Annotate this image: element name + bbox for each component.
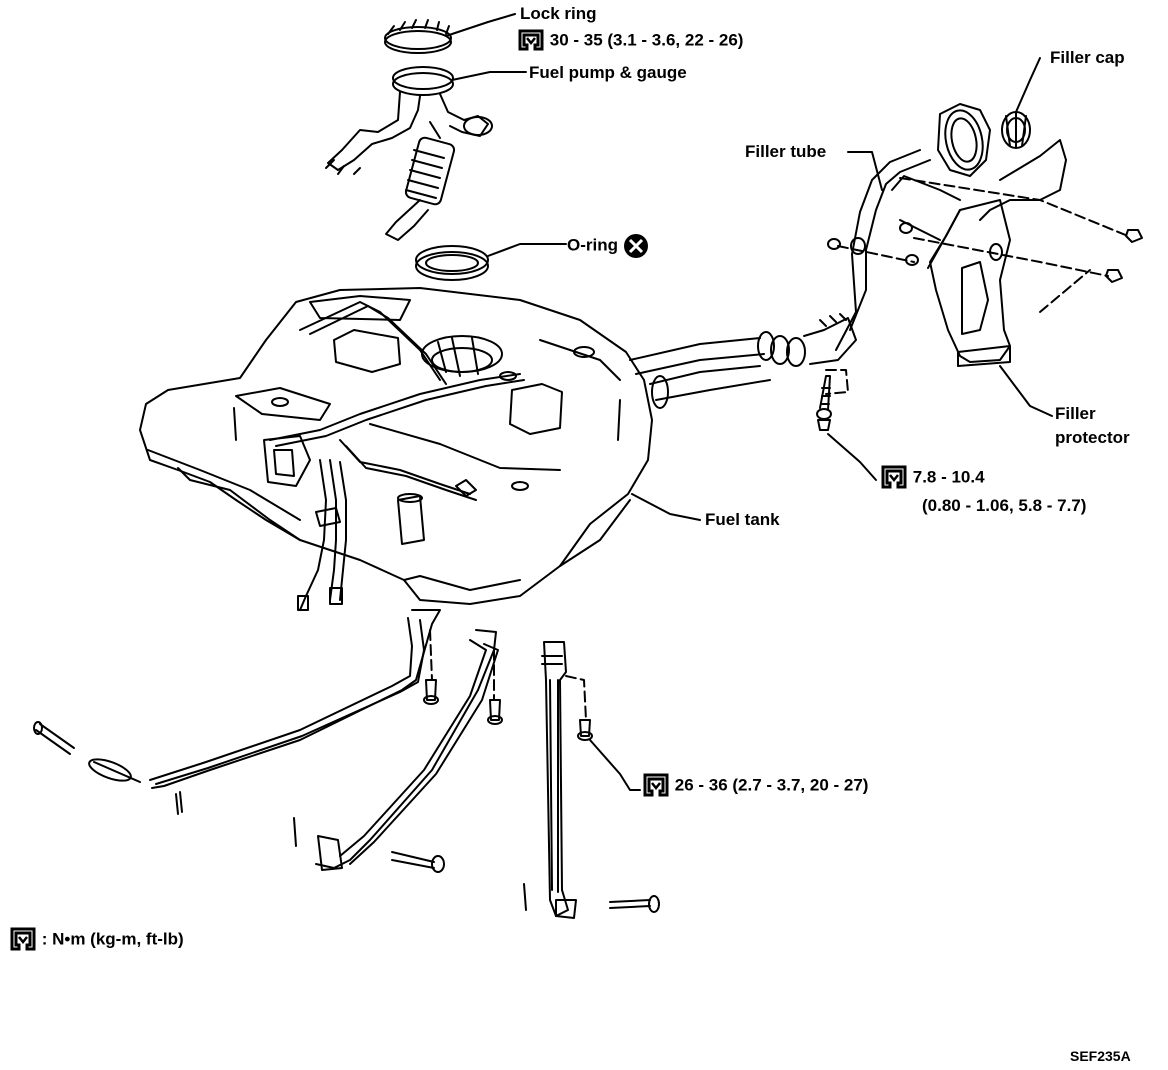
- strap-torque-row: 26 - 36 (2.7 - 3.7, 20 - 27): [642, 772, 868, 800]
- fuel-pump-leader: [451, 71, 527, 81]
- lock-ring-torque-value: 30 - 35 (3.1 - 3.6, 22 - 26): [549, 30, 744, 50]
- strap-bolt-guides: [429, 629, 587, 721]
- filler-cap-part: [1001, 111, 1031, 149]
- lock-ring-part: [384, 19, 452, 54]
- o-ring-leader: [487, 243, 567, 257]
- fuel-pump-label: Fuel pump & gauge: [529, 63, 687, 82]
- strap-torque-leader: [589, 739, 641, 791]
- tank-strap-left: [33, 609, 441, 815]
- filler-bolt-guides: [825, 177, 1129, 395]
- fuel-pump-part: [325, 66, 493, 241]
- lock-ring-torque-row: 30 - 35 (3.1 - 3.6, 22 - 26): [517, 28, 743, 54]
- torque-wrench-icon: [643, 773, 669, 797]
- filler-bolts: [816, 229, 1143, 431]
- filler-tube-leader: [847, 151, 883, 191]
- fuel-tank-leader: [631, 493, 701, 521]
- o-ring-part: [415, 245, 489, 281]
- lock-ring-label: Lock ring: [520, 4, 597, 23]
- filler-torque-value-1: 7.8 - 10.4: [912, 467, 985, 487]
- torque-wrench-icon: [10, 927, 36, 951]
- filler-torque-row: 7.8 - 10.4: [880, 464, 985, 492]
- filler-tube-label: Filler tube: [745, 142, 827, 161]
- filler-protector-leader: [999, 365, 1053, 417]
- filler-hose-part: [629, 313, 857, 409]
- filler-cap-leader: [1015, 57, 1041, 113]
- o-ring-row: O-ring: [567, 233, 649, 259]
- o-ring-label: O-ring: [567, 235, 618, 255]
- filler-protector-label-line2: protector: [1055, 428, 1130, 447]
- fuel-tank-label: Fuel tank: [705, 510, 780, 529]
- lock-ring-leader: [445, 13, 516, 37]
- torque-wrench-icon: [518, 29, 544, 51]
- filler-protector-label-line1: Filler: [1055, 404, 1096, 423]
- fuel-tank-part: [139, 287, 653, 611]
- filler-torque-value-2: (0.80 - 1.06, 5.8 - 7.7): [922, 496, 1087, 515]
- filler-cap-label: Filler cap: [1050, 48, 1125, 67]
- torque-legend-text: : N•m (kg-m, ft-lb): [41, 929, 184, 949]
- do-not-reuse-icon: [623, 234, 648, 258]
- torque-wrench-icon: [881, 465, 907, 489]
- torque-legend: : N•m (kg-m, ft-lb): [9, 926, 184, 954]
- strap-bolts: [423, 679, 593, 741]
- tank-strap-right: [523, 641, 660, 919]
- tank-strap-middle: [293, 629, 499, 873]
- filler-torque-leader: [827, 433, 877, 481]
- figure-code: SEF235A: [1070, 1048, 1131, 1064]
- filler-tube-part: [827, 103, 991, 351]
- strap-torque-value: 26 - 36 (2.7 - 3.7, 20 - 27): [674, 775, 869, 795]
